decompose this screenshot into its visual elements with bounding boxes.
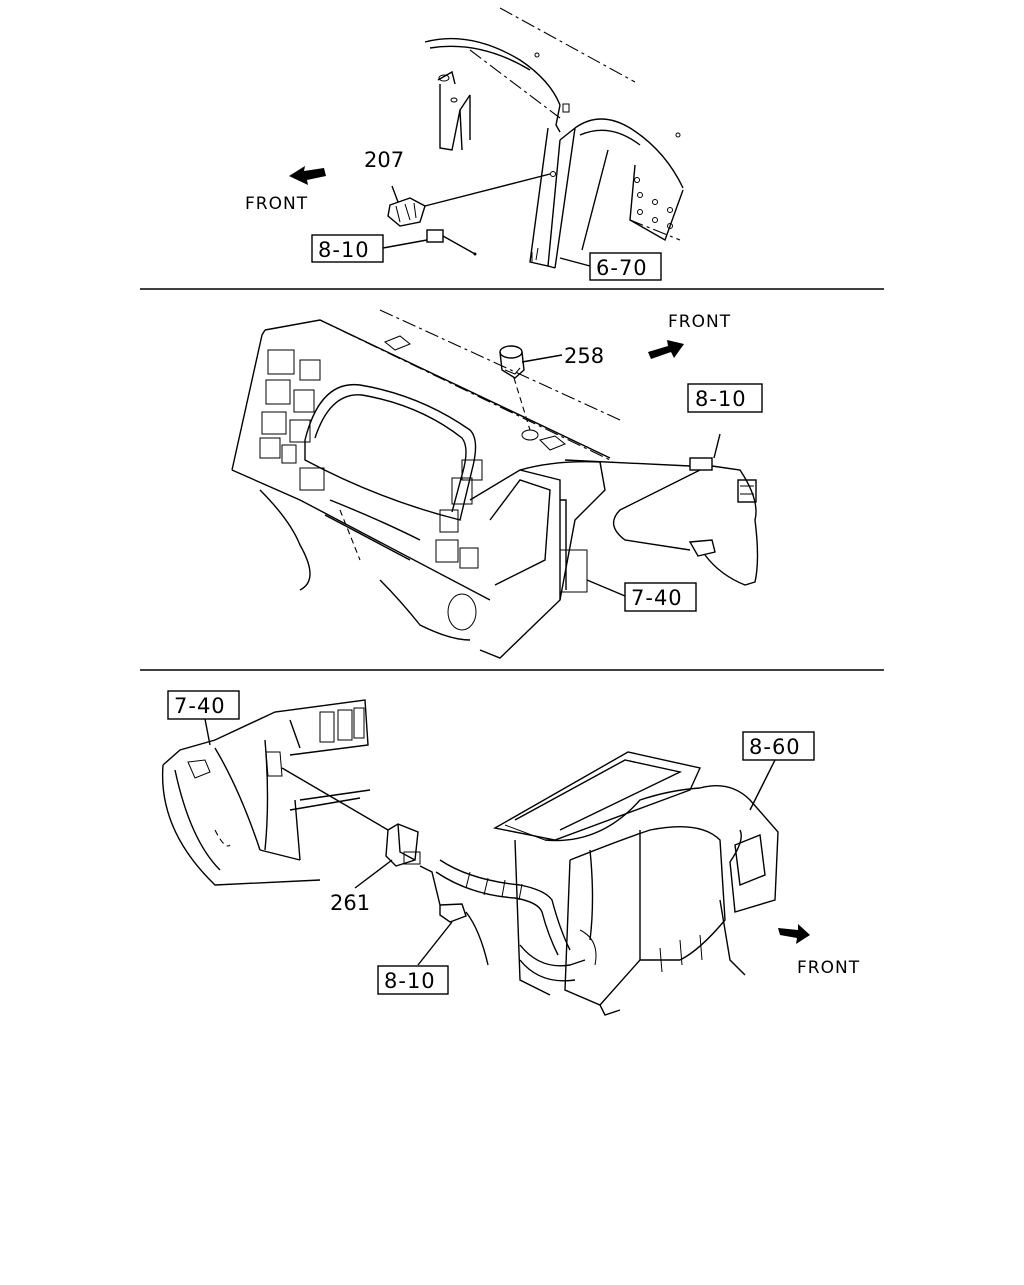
ref-box-8-60: 8-60 (742, 731, 815, 811)
ref-label-8-10: 8-10 (318, 238, 370, 262)
ref-label-7-40: 7-40 (174, 694, 226, 718)
front-arrow-p1: FRONT (245, 166, 326, 214)
panel-3-hvac-unit: 261 8-10 (161, 690, 860, 1016)
front-arrow-icon (778, 924, 810, 944)
sensor-207 (387, 173, 551, 227)
callout-261: 261 (330, 891, 370, 915)
front-arrow-icon (289, 166, 326, 185)
panel-1-pillar-sensor: 207 8-10 6-70 FRONT (245, 7, 684, 281)
callout-258: 258 (564, 344, 604, 368)
front-arrow-p3: FRONT (778, 924, 860, 978)
sensor-258 (499, 345, 563, 431)
callout-207: 207 (364, 148, 404, 172)
ref-box-7-40-p3: 7-40 (167, 690, 240, 746)
front-label: FRONT (245, 194, 308, 214)
connector-8-10-p1 (382, 229, 477, 256)
harness-8-10-p2 (564, 433, 759, 586)
front-label: FRONT (797, 958, 860, 978)
ref-label-8-60: 8-60 (749, 735, 801, 759)
connector-8-10-p3 (417, 903, 489, 966)
instrument-panel-drawing (231, 309, 621, 659)
front-arrow-p2: FRONT (648, 312, 731, 359)
ref-label-6-70: 6-70 (596, 256, 648, 280)
front-arrow-icon (648, 340, 684, 359)
ref-box-7-40-p2: 7-40 (586, 579, 697, 612)
hvac-unit-drawing (435, 751, 779, 1016)
ref-box-8-10-p3: 8-10 (377, 965, 449, 995)
ref-box-8-10-p2: 8-10 (687, 383, 763, 413)
ref-label-8-10: 8-10 (384, 969, 436, 993)
panel-2-instrument-cluster: 258 8-10 7-40 FRONT (231, 309, 763, 659)
front-label: FRONT (668, 312, 731, 332)
dash-corner-drawing (161, 699, 371, 886)
ref-label-7-40: 7-40 (631, 586, 683, 610)
connector-261 (281, 767, 441, 906)
ref-box-8-10-p1: 8-10 (311, 234, 384, 263)
pillar-drawing (424, 7, 684, 269)
ref-label-8-10: 8-10 (695, 387, 747, 411)
ref-box-6-70: 6-70 (559, 252, 662, 281)
